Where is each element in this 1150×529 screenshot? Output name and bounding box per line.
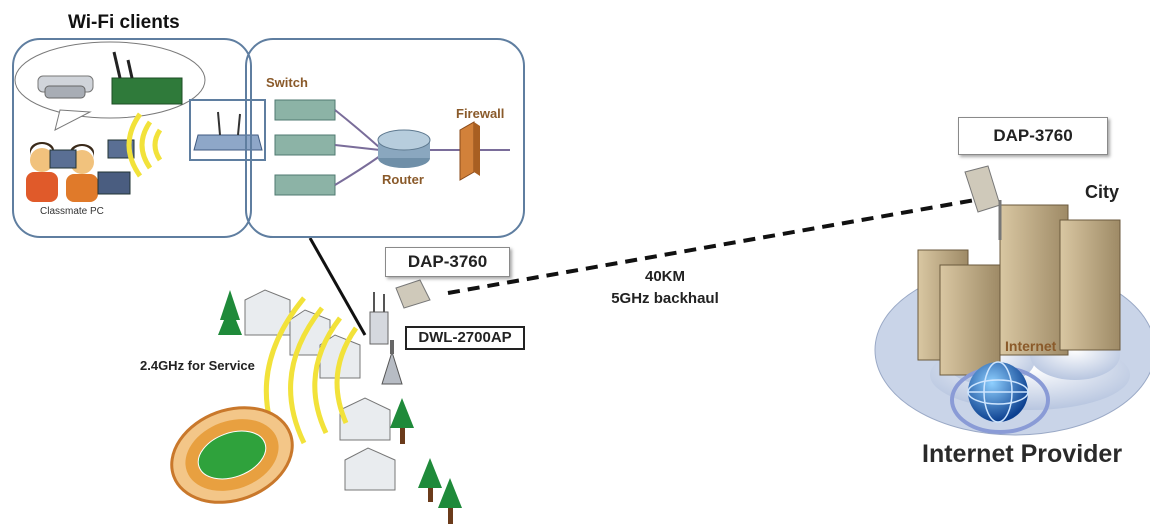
service-band-label: 2.4GHz for Service bbox=[140, 358, 255, 373]
trees bbox=[218, 290, 462, 524]
usb-adapter-icon bbox=[37, 75, 94, 99]
city-label: City bbox=[1085, 182, 1120, 202]
firewall-icon bbox=[459, 121, 480, 181]
router-label: Router bbox=[382, 172, 424, 187]
backhaul-dashed-link bbox=[447, 198, 976, 295]
uplink-line bbox=[308, 237, 367, 336]
dwl-antenna-icon bbox=[369, 292, 389, 345]
distance-text: 40KM bbox=[644, 268, 685, 285]
dap-3760-local-label: DAP-3760 bbox=[385, 247, 510, 277]
students-icon bbox=[26, 139, 135, 202]
internet-provider-label: Internet Provider bbox=[922, 440, 1123, 468]
backhaul-distance-label: 40KM 5GHz backhaul bbox=[590, 266, 740, 310]
city-buildings bbox=[917, 204, 1121, 376]
switch-stack bbox=[274, 99, 336, 196]
firewall-label: Firewall bbox=[456, 106, 505, 121]
band-text: 5GHz backhaul bbox=[611, 290, 719, 307]
local-dap-antenna-icon bbox=[395, 279, 431, 309]
tower-icon bbox=[381, 340, 403, 385]
globe-icon bbox=[950, 361, 1050, 434]
stadium-icon bbox=[170, 406, 294, 504]
wifi-signal-waves bbox=[126, 112, 163, 178]
network-panel bbox=[245, 38, 525, 238]
wifi-clients-panel bbox=[12, 38, 252, 238]
switch-router-links bbox=[334, 109, 510, 186]
wireless-router-icon bbox=[189, 99, 266, 161]
city-dap-antenna-icon bbox=[964, 165, 1002, 240]
classmate-pc-label: Classmate PC bbox=[40, 206, 104, 217]
wifi-clients-title: Wi-Fi clients bbox=[68, 12, 180, 33]
pci-card-icon bbox=[111, 51, 183, 105]
switch-label: Switch bbox=[266, 75, 308, 90]
dap-3760-city-label: DAP-3760 bbox=[958, 117, 1108, 155]
internet-label: Internet bbox=[1005, 338, 1057, 354]
router-icon bbox=[377, 129, 431, 168]
dwl-2700ap-label: DWL-2700AP bbox=[405, 326, 525, 350]
